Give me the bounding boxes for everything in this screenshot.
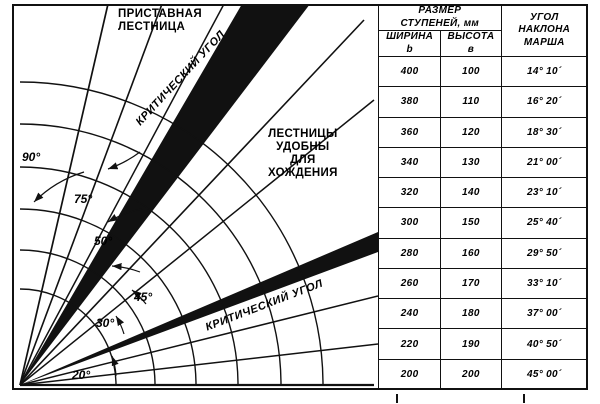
- arrow-30: [115, 315, 125, 335]
- cell-width: 240: [377, 298, 442, 330]
- ray-60: [19, 4, 225, 386]
- cell-height: 170: [440, 267, 502, 300]
- table-body: 400 100 14° 10´ 380 110 16° 20´ 360 120 …: [377, 55, 589, 391]
- header-slope-angle: УГОЛ НАКЛОНА МАРША: [500, 4, 589, 57]
- cell-angle: 23° 10´: [500, 177, 589, 209]
- ray-20: [19, 343, 378, 386]
- header-width-symbol: b: [406, 43, 413, 55]
- arrow-20: [111, 355, 119, 377]
- angle-label-45: 45°: [134, 290, 153, 304]
- cell-height: 200: [440, 358, 502, 391]
- ray-50: [19, 19, 365, 386]
- cell-height: 100: [440, 55, 502, 88]
- cell-height: 150: [440, 207, 502, 239]
- table-row: 380 110 16° 20´: [377, 86, 589, 118]
- cell-height: 120: [440, 116, 502, 148]
- header-width: ШИРИНА b: [377, 30, 442, 57]
- comfortable-stairs-label: ЛЕСТНИЦЫ УДОБНЫ ДЛЯ ХОЖДЕНИЯ: [268, 128, 338, 179]
- cell-width: 360: [377, 116, 442, 148]
- diagram-vector: [19, 4, 378, 387]
- cell-width: 280: [377, 237, 442, 269]
- ray-90: [19, 4, 109, 386]
- angle-fan-diagram: 90° 75° 50° 45° 30° 20°: [12, 4, 378, 390]
- cell-angle: 25° 40´: [500, 207, 589, 239]
- angle-label-90: 90°: [22, 150, 41, 164]
- cell-height: 160: [440, 237, 502, 269]
- table-row: 340 130 21° 00´: [377, 146, 589, 179]
- cell-angle: 40° 50´: [500, 328, 589, 360]
- header-height-text: ВЫСОТА: [447, 31, 495, 42]
- table-row: 200 200 45° 00´: [377, 358, 589, 391]
- cell-height: 110: [440, 86, 502, 118]
- arrow-50: [111, 262, 141, 273]
- table-row: 260 170 33° 10´: [377, 267, 589, 300]
- table-header-group-row: РАЗМЕР СТУПЕНЕЙ, мм УГОЛ НАКЛОНА МАРША: [378, 4, 589, 57]
- header-step-size: РАЗМЕР СТУПЕНЕЙ, мм: [378, 4, 502, 31]
- header-height: ВЫСОТА в: [440, 30, 502, 57]
- ray-30: [19, 295, 378, 386]
- arrow-45: [131, 289, 147, 305]
- arc-2: [19, 249, 156, 386]
- angle-label-20: 20°: [72, 368, 91, 382]
- cell-width: 400: [377, 55, 442, 88]
- bottom-tick-right: [523, 394, 525, 403]
- cell-width: 300: [377, 207, 442, 239]
- table-row: 220 190 40° 50´: [377, 328, 589, 360]
- cell-angle: 21° 00´: [500, 146, 589, 179]
- angle-label-75: 75°: [74, 192, 93, 206]
- arc-5: [19, 123, 282, 386]
- cell-angle: 29° 50´: [500, 237, 589, 269]
- cell-width: 220: [377, 328, 442, 360]
- cell-height: 140: [440, 177, 502, 209]
- cell-angle: 18° 30´: [500, 116, 589, 148]
- cell-angle: 16° 20´: [500, 86, 589, 118]
- table-row: 240 180 37° 00´: [377, 298, 589, 330]
- cell-angle: 14° 10´: [500, 55, 589, 88]
- cell-angle: 45° 00´: [500, 358, 589, 391]
- arc-4: [19, 166, 239, 386]
- cell-height: 180: [440, 298, 502, 330]
- critical-wedge-upper: [20, 4, 310, 385]
- table-row: 300 150 25° 40´: [377, 207, 589, 239]
- cell-width: 200: [377, 358, 442, 391]
- cell-height: 190: [440, 328, 502, 360]
- header-height-symbol: в: [467, 43, 475, 55]
- cell-width: 320: [377, 177, 442, 209]
- arrow-75: [107, 208, 143, 223]
- critical-wedge-lower: [20, 232, 378, 385]
- cell-height: 130: [440, 146, 502, 179]
- table-header-sub-row: ШИРИНА b ВЫСОТА в: [377, 30, 588, 57]
- arc-6: [19, 81, 324, 386]
- table-row: 400 100 14° 10´: [377, 55, 589, 88]
- angle-label-30: 30°: [96, 316, 115, 330]
- ray-75: [19, 4, 163, 386]
- cell-width: 340: [377, 146, 442, 179]
- angle-label-50: 50°: [94, 234, 113, 248]
- cell-width: 380: [377, 86, 442, 118]
- ray-45: [19, 99, 375, 386]
- arrow-90b: [107, 151, 141, 170]
- table-row: 280 160 29° 50´: [377, 237, 589, 269]
- bottom-tick-left: [396, 394, 398, 403]
- table-row: 320 140 23° 10´: [377, 177, 589, 209]
- arrow-90: [33, 171, 85, 203]
- table-row: 360 120 18° 30´: [377, 116, 589, 148]
- cell-width: 260: [377, 267, 442, 300]
- arc-3: [19, 208, 197, 386]
- portable-ladder-label: ПРИСТАВНАЯ ЛЕСТНИЦА: [118, 8, 203, 33]
- cell-angle: 37° 00´: [500, 298, 589, 330]
- stair-dimensions-table: РАЗМЕР СТУПЕНЕЙ, мм УГОЛ НАКЛОНА МАРША Ш…: [377, 4, 589, 391]
- header-width-text: ШИРИНА: [386, 31, 434, 42]
- cell-angle: 33° 10´: [500, 267, 589, 300]
